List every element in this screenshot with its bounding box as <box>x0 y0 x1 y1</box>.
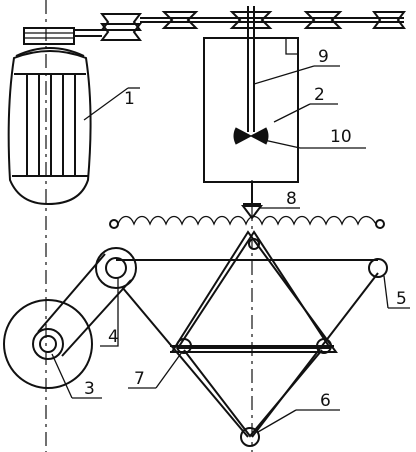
drive-wheel-outer <box>3 299 93 389</box>
belt-lower <box>61 279 132 357</box>
frame-top-pulley <box>248 238 260 250</box>
label-1: 1 <box>124 89 135 109</box>
top-transmission-shaft <box>74 11 406 41</box>
leader-1 <box>83 87 129 121</box>
outlet-valve: 8 <box>241 182 300 220</box>
spring-coil <box>117 215 377 226</box>
spring-screen <box>109 215 385 229</box>
drive-wheel-axle <box>39 335 57 353</box>
impeller-left-blade <box>233 127 253 145</box>
belt-upper <box>37 253 106 333</box>
belt-left-down <box>121 286 249 438</box>
idler-pulley-outer <box>95 247 137 289</box>
leader-2 <box>273 103 311 123</box>
label-5: 5 <box>396 289 407 309</box>
motor-body <box>7 50 92 206</box>
idler-pulley-inner <box>105 257 127 279</box>
leader-4 <box>100 278 119 347</box>
label-8: 8 <box>286 189 297 209</box>
idler-pulley: 4 <box>37 247 137 357</box>
pulley-6 <box>240 427 260 447</box>
motor-coupling <box>23 27 75 45</box>
label-7: 7 <box>134 369 145 389</box>
frame-upper-triangle <box>176 230 332 349</box>
pulley-c <box>161 11 199 29</box>
frame-right-pulley <box>316 338 332 354</box>
pulley-a <box>100 13 142 31</box>
valve-triangle <box>241 205 263 220</box>
pulley-d <box>229 11 273 29</box>
drive-wheel: 3 <box>3 299 102 399</box>
pulley-e <box>303 11 343 29</box>
label-10: 10 <box>330 127 352 147</box>
label-4: 4 <box>108 327 119 347</box>
screen-right-end <box>375 219 385 229</box>
tank: 9 2 10 <box>203 6 366 183</box>
frame-lower-triangle <box>183 349 323 438</box>
pulley-5 <box>368 258 388 278</box>
drive-wheel-hub <box>32 328 64 360</box>
screen-left-end <box>109 219 119 229</box>
triangular-frame: 5 7 6 <box>116 230 410 447</box>
label-3: 3 <box>84 379 95 399</box>
motor: 1 <box>7 27 140 206</box>
leader-7 <box>155 351 183 389</box>
pulley-f <box>372 11 406 29</box>
leader-6 <box>257 409 297 433</box>
impeller-right-blade <box>249 127 269 145</box>
leader-10 <box>263 139 301 149</box>
label-9: 9 <box>318 47 329 67</box>
label-6: 6 <box>320 391 331 411</box>
leader-3 <box>51 353 73 399</box>
tank-inlet <box>285 38 298 55</box>
pulley-b <box>100 23 142 41</box>
leader-9 <box>253 65 315 85</box>
label-2: 2 <box>314 85 325 105</box>
tank-body <box>203 37 299 183</box>
leader-5 <box>383 275 389 309</box>
motor-top-cap <box>15 47 85 57</box>
pulley-7 <box>176 338 192 354</box>
